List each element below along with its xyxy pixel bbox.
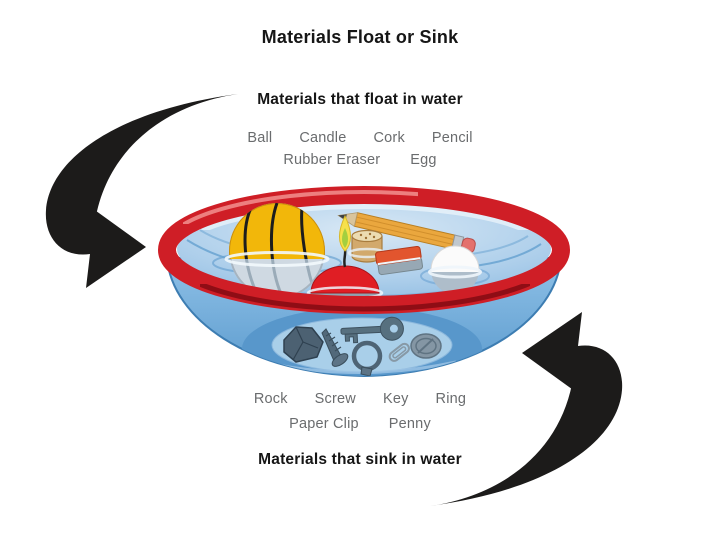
rock-icon <box>283 326 324 363</box>
key-icon <box>340 316 404 344</box>
sink-item-rock: Rock <box>253 391 288 407</box>
float-item-cork: Cork <box>373 130 405 146</box>
float-item-candle: Candle <box>299 130 347 146</box>
bowl-rim-near <box>158 250 570 314</box>
egg-icon <box>420 245 490 294</box>
float-item-rubber-eraser: Rubber Eraser <box>283 152 381 168</box>
float-items-row1: Ball Candle Cork Pencil <box>0 130 720 146</box>
float-item-ball: Ball <box>247 130 273 146</box>
page-title: Materials Float or Sink <box>261 27 459 47</box>
penny-icon <box>410 333 442 359</box>
sink-item-screw: Screw <box>314 391 356 407</box>
sink-item-key: Key <box>382 391 409 407</box>
sink-item-penny: Penny <box>388 416 431 432</box>
paper-clip-icon <box>388 342 410 362</box>
float-item-egg: Egg <box>410 152 437 168</box>
sink-item-ring: Ring <box>435 391 467 407</box>
sink-items-row1: Rock Screw Key Ring <box>0 391 720 407</box>
sink-items-row2: Paper Clip Penny <box>0 416 720 432</box>
sink-item-paper-clip: Paper Clip <box>289 416 359 432</box>
bowl-rim-far <box>158 186 570 250</box>
screw-icon <box>321 328 349 367</box>
float-items-row2: Rubber Eraser Egg <box>0 152 720 168</box>
float-item-pencil: Pencil <box>431 130 473 146</box>
sink-heading: Materials that sink in water <box>258 451 462 468</box>
float-heading: Materials that float in water <box>257 91 463 108</box>
ring-icon <box>351 340 383 376</box>
rubber-eraser-icon <box>375 245 424 276</box>
